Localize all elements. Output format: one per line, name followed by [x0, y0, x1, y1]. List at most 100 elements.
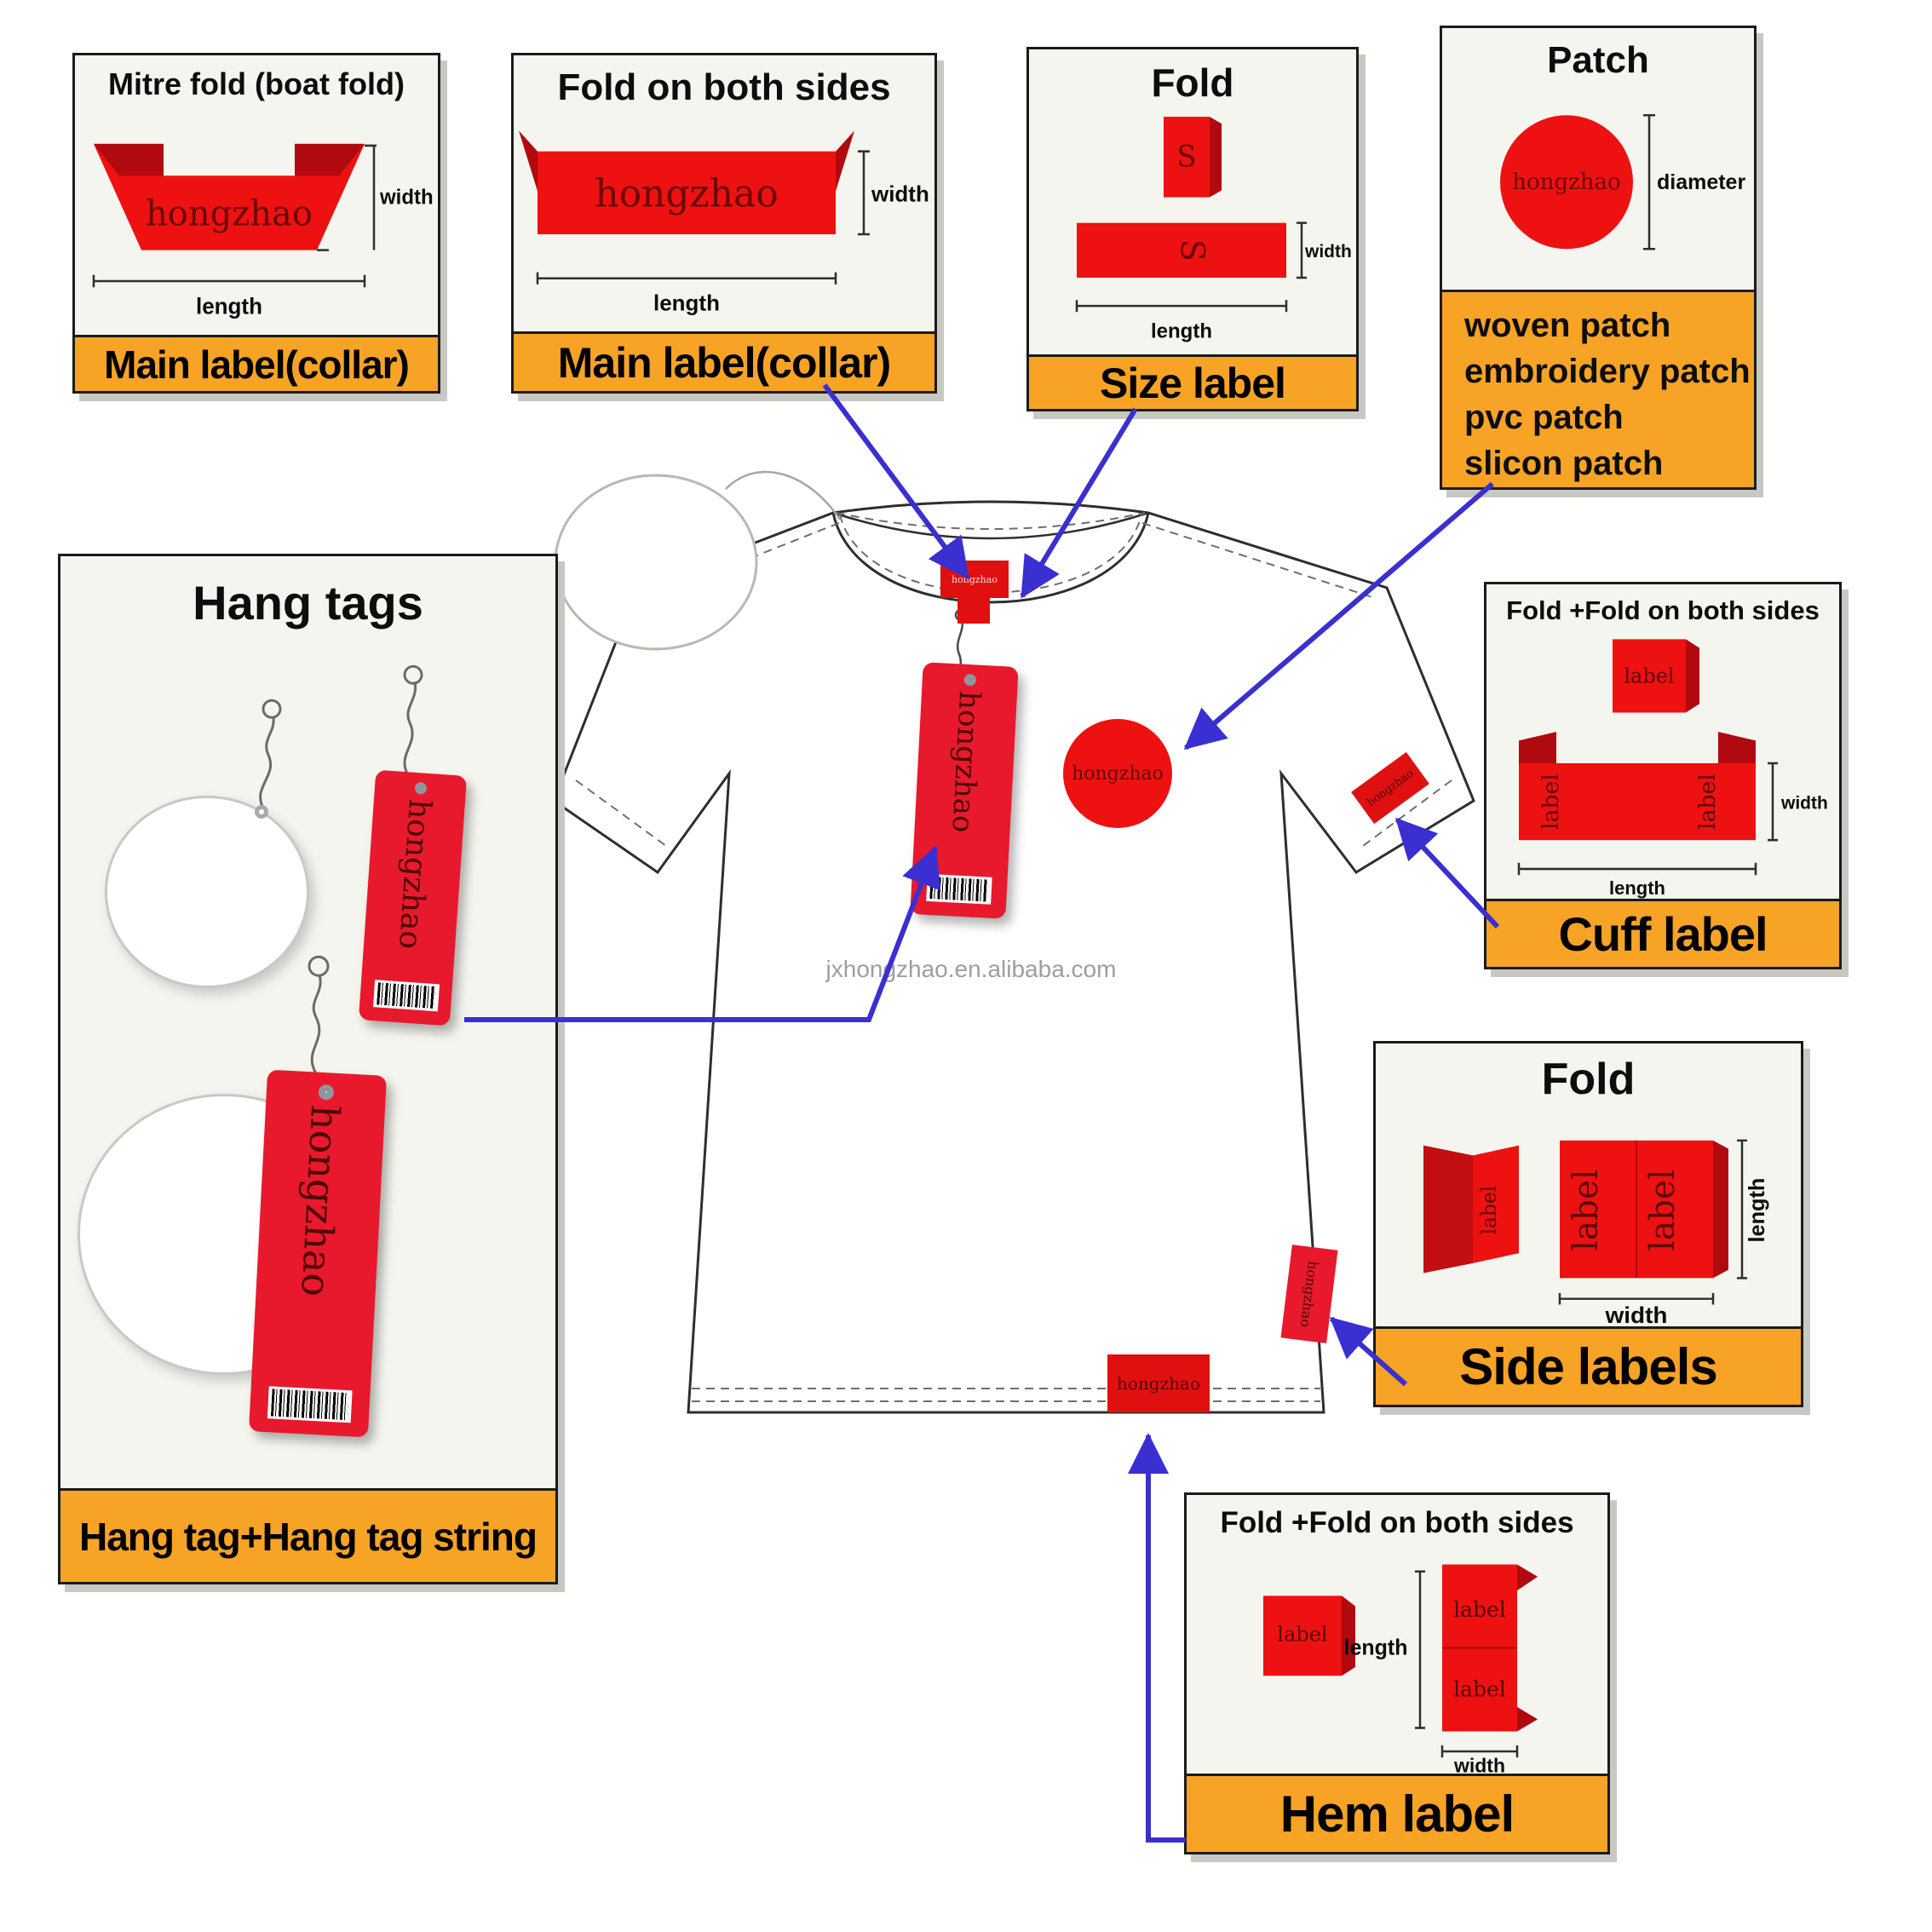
cuff-open-label-text-left: label: [1538, 773, 1564, 830]
hem-width-bracket: [1440, 1745, 1519, 1757]
hang-tag-large-barcode: [267, 1385, 353, 1423]
patch-type-silicon: slicon patch: [1464, 445, 1664, 482]
side-folded-left-panel: [1423, 1145, 1473, 1274]
string-loop-oval: [262, 699, 282, 719]
mitre-width-bracket: [317, 144, 377, 251]
hem-small-label-fold: [1342, 1595, 1355, 1676]
main-label-shape: [538, 152, 836, 235]
side-length-bracket: [1737, 1139, 1747, 1279]
fold-both-length-label: length: [653, 290, 720, 315]
string-squiggle-oval: [259, 716, 275, 812]
flap-left: [519, 130, 538, 192]
size-title: Fold: [1151, 60, 1234, 105]
side-width-label: width: [1604, 1302, 1667, 1326]
sleeve-stitch-left: [575, 779, 670, 849]
cuff-width-label: width: [1780, 792, 1828, 813]
panel-hang-tags: Hang tags hongzhao hongzhao Hang tag+Han…: [58, 554, 558, 1584]
side-caption: Side labels: [1376, 1326, 1801, 1405]
hem-label-text: hongzhao: [1117, 1373, 1200, 1394]
panel-size-label: Fold S S width length Size label: [1026, 47, 1359, 411]
cuff-small-label: [1613, 639, 1686, 713]
cuff-open-label: [1519, 763, 1756, 841]
mitre-length-bracket: [92, 274, 366, 287]
patch-type-pvc: pvc patch: [1464, 399, 1624, 436]
hem-caption: Hem label: [1187, 1774, 1607, 1852]
cuff-small-label-fold: [1686, 639, 1699, 713]
hang-tag-large-brand: hongzhao: [292, 1103, 349, 1298]
hang-tag-brand-text: hongzhao: [945, 690, 987, 834]
mitre-fold-right: [295, 143, 365, 175]
size-width-label: width: [1304, 241, 1352, 261]
patch-diagram: hongzhao diameter: [1442, 81, 1754, 290]
size-flat-label: [1077, 222, 1286, 278]
side-label-text: hongzhao: [1297, 1259, 1322, 1329]
size-length-bracket: [1075, 299, 1288, 312]
collar-main-label-text: hongzhao: [952, 573, 998, 585]
side-folded-label-text: label: [1477, 1186, 1501, 1235]
fold-both-title: Fold on both sides: [557, 66, 891, 108]
patch-diameter-label: diameter: [1657, 170, 1745, 194]
hem-small-label-text: label: [1277, 1621, 1327, 1646]
hang-tag-strings: [259, 664, 423, 1074]
side-labels-diagram: label label label length width: [1376, 1104, 1801, 1326]
hem-fold-bottom: [1517, 1706, 1538, 1731]
hem-label-on-shirt: hongzhao: [1107, 1354, 1210, 1412]
panel-hem-label: Fold +Fold on both sides label length la…: [1184, 1492, 1610, 1854]
cuff-tab-left: [1519, 732, 1556, 768]
size-letter-folded: S: [1176, 140, 1196, 174]
side-folded-right-panel: [1473, 1145, 1519, 1264]
string-loop-large-tag: [308, 955, 330, 977]
hang-tag-small-brand: hongzhao: [391, 797, 438, 951]
fold-both-width-label: width: [871, 181, 929, 207]
mitre-length-label: length: [196, 293, 262, 319]
patch-type-embroidery: embroidery patch: [1464, 353, 1751, 390]
size-label-diagram: S S width length: [1029, 105, 1356, 354]
collar-size-label: [957, 598, 990, 624]
size-caption: Size label: [1029, 354, 1356, 409]
cuff-label-diagram: label label label width length: [1486, 625, 1839, 899]
flap-right: [836, 130, 854, 192]
side-title: Fold: [1541, 1055, 1636, 1104]
string-squiggle-small-tag: [403, 681, 417, 776]
side-width-bracket: [1558, 1293, 1715, 1305]
hem-title: Fold +Fold on both sides: [1220, 1506, 1574, 1539]
cuff-width-bracket: [1768, 762, 1778, 842]
fold-both-width-bracket: [858, 150, 870, 236]
round-hang-tag-small: [105, 795, 309, 988]
hem-length-label: length: [1344, 1636, 1408, 1659]
patch-diameter-bracket: [1643, 114, 1655, 250]
hang-tag-small-barcode: [372, 979, 440, 1011]
cuff-length-bracket: [1517, 862, 1757, 876]
hang-caption: Hang tag+Hang tag string: [60, 1488, 555, 1582]
patch-type-woven: woven patch: [1464, 307, 1671, 344]
hem-length-bracket: [1415, 1569, 1425, 1729]
size-width-bracket: [1297, 221, 1307, 279]
sleeve-stitch-right: [1359, 779, 1452, 849]
size-length-label: length: [1151, 319, 1212, 342]
hang-tag-small-eyelet: [414, 781, 427, 795]
side-open-text-left: label: [1567, 1170, 1607, 1251]
panel-mitre-fold: Mitre fold (boat fold) hongzhao width le…: [72, 53, 440, 394]
panel-cuff-label: Fold +Fold on both sides label label lab…: [1484, 582, 1842, 969]
string-squiggle-large-tag: [310, 974, 322, 1074]
patch-title: Patch: [1547, 39, 1649, 81]
mitre-width-label: width: [379, 186, 434, 210]
mitre-caption: Main label(collar): [75, 335, 438, 391]
cuff-title: Fold +Fold on both sides: [1506, 595, 1820, 625]
hang-title: Hang tags: [193, 576, 423, 630]
size-folded-front: [1164, 116, 1210, 198]
hem-open-text-bottom: label: [1453, 1676, 1506, 1701]
chest-patch-text: hongzhao: [1072, 762, 1164, 785]
collar-main-label: hongzhao: [940, 561, 1009, 598]
fold-both-length-bracket: [536, 273, 837, 285]
hem-small-label: [1263, 1595, 1342, 1676]
mitre-title: Mitre fold (boat fold): [108, 66, 405, 101]
hang-tag-barcode: [926, 873, 992, 905]
side-open-text-right: label: [1643, 1170, 1683, 1251]
hang-tag-small: hongzhao: [358, 769, 468, 1026]
hang-tag-on-shirt: hongzhao: [910, 662, 1019, 919]
cuff-caption: Cuff label: [1486, 899, 1839, 967]
hem-width-label: width: [1453, 1754, 1505, 1774]
hem-label-diagram: label length label label width: [1187, 1540, 1607, 1774]
patch-circle: [1500, 115, 1633, 250]
